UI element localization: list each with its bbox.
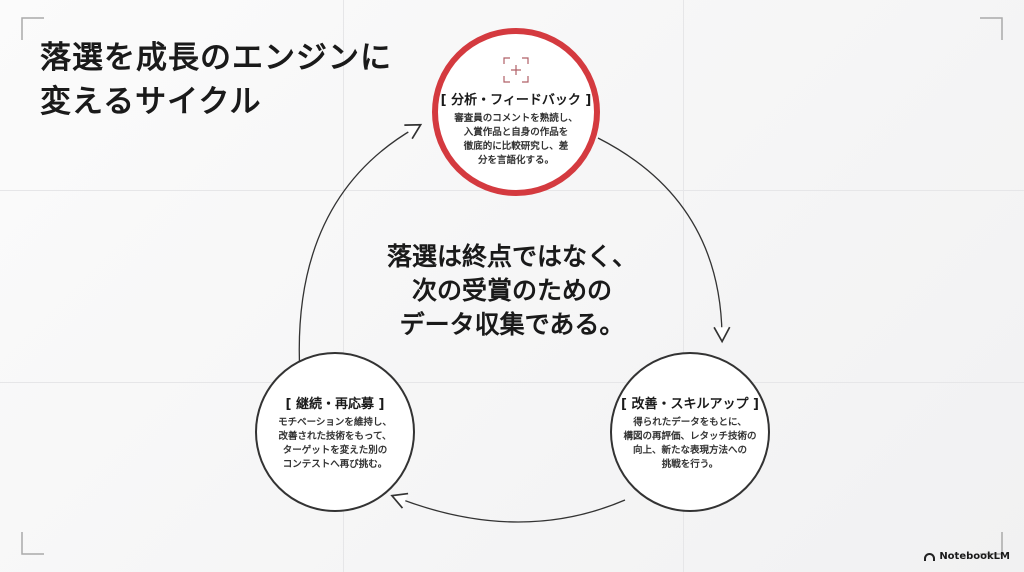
step-analysis: [ 分析・フィードバック ] 審査員のコメントを熟読し、 入賞作品と自身の作品を… bbox=[432, 28, 600, 196]
step-description: モチベーションを維持し、 改善された技術をもって、 ターゲットを変えた別の コン… bbox=[278, 416, 392, 472]
grid-line bbox=[343, 0, 344, 572]
arrow-right-to-left bbox=[390, 492, 626, 523]
line: 向上、新たな表現方法への bbox=[632, 444, 747, 456]
arrow-top-to-right bbox=[597, 137, 731, 344]
grid-line bbox=[0, 382, 1024, 383]
step-description: 得られたデータをもとに、 構図の再評価、レタッチ技術の 向上、新たな表現方法への… bbox=[623, 416, 756, 472]
grid-line bbox=[683, 0, 684, 572]
arrow-left-to-top bbox=[298, 123, 423, 376]
line: 入賞作品と自身の作品を bbox=[463, 126, 569, 138]
step-improvement: [ 改善・スキルアップ ] 得られたデータをもとに、 構図の再評価、レタッチ技術… bbox=[610, 352, 770, 512]
line: ターゲットを変えた別の bbox=[282, 444, 388, 456]
message-line: 次の受賞のための bbox=[411, 276, 612, 305]
line: 分を言語化する。 bbox=[477, 154, 554, 166]
corner-brackets bbox=[21, 17, 1003, 555]
line: 改善された技術をもって、 bbox=[278, 430, 392, 442]
line: 構図の再評価、レタッチ技術の bbox=[623, 430, 757, 442]
step-description: 審査員のコメントを熟読し、 入賞作品と自身の作品を 徹底的に比較研究し、差 分を… bbox=[454, 112, 578, 168]
message-line: データ収集である。 bbox=[399, 310, 625, 339]
center-message: 落選は終点ではなく、 次の受賞のための データ収集である。 bbox=[340, 240, 684, 342]
message-line: 落選は終点ではなく、 bbox=[386, 242, 637, 271]
step-title: [ 継続・再応募 ] bbox=[285, 396, 385, 412]
step-title: [ 分析・フィードバック ] bbox=[440, 92, 592, 108]
step-continue: [ 継続・再応募 ] モチベーションを維持し、 改善された技術をもって、 ターゲ… bbox=[255, 352, 415, 512]
brand-name: NotebookLM bbox=[939, 551, 1010, 562]
line: 挑戦を行う。 bbox=[661, 458, 719, 470]
focus-crosshair-icon bbox=[503, 56, 529, 83]
line: 得られたデータをもとに、 bbox=[633, 416, 747, 428]
line: 徹底的に比較研究し、差 bbox=[463, 140, 569, 152]
notebooklm-logo-icon bbox=[924, 552, 936, 561]
title-line: 落選を成長のエンジンに bbox=[40, 40, 392, 76]
brand-watermark: NotebookLM bbox=[924, 551, 1010, 562]
page-title: 落選を成長のエンジンに 変えるサイクル bbox=[40, 36, 392, 124]
line: コンテストへ再び挑む。 bbox=[282, 458, 388, 470]
line: 審査員のコメントを熟読し、 bbox=[454, 112, 578, 124]
title-line: 変えるサイクル bbox=[40, 84, 262, 120]
line: モチベーションを維持し、 bbox=[278, 416, 392, 428]
step-title: [ 改善・スキルアップ ] bbox=[621, 396, 759, 412]
